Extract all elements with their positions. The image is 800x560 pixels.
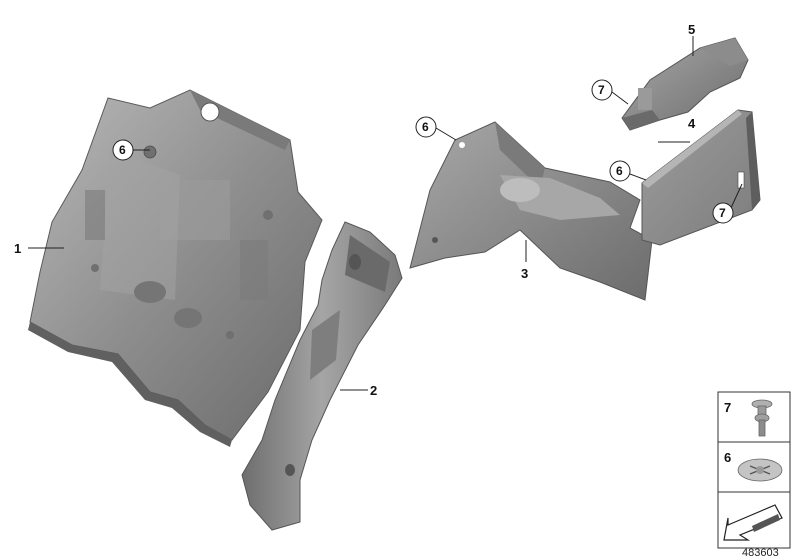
callout-clip-6-part-4: 6: [616, 164, 623, 178]
callout-clip-7-part-5: 7: [598, 83, 605, 97]
callout-clip-6-part-1: 6: [119, 143, 126, 157]
push-rivet-icon: [751, 399, 773, 437]
callouts: 1 2 3 4 5 6 6 6 7 7: [14, 22, 734, 398]
fastener-legend: 7 6: [717, 391, 791, 549]
part-4-flat-panel: [641, 109, 761, 246]
round-clip-icon: [737, 458, 783, 482]
part-3-wheel-arch-piece: [409, 121, 653, 301]
part-2-bracket: [241, 221, 403, 531]
legend-label-7: 7: [724, 400, 731, 415]
callout-part-3: 3: [521, 266, 528, 281]
part-5-small-bracket: [621, 37, 749, 131]
callout-clip-6-part-3: 6: [422, 120, 429, 134]
arrow-icon: [723, 504, 783, 541]
callout-part-2: 2: [370, 383, 377, 398]
legend-label-6: 6: [724, 450, 731, 465]
drawing-number: 483603: [742, 547, 779, 559]
leader-lines: [28, 36, 743, 391]
part-1-panel: [28, 89, 323, 447]
callout-part-1: 1: [14, 241, 21, 256]
callout-part-5: 5: [688, 22, 695, 37]
callout-clip-7-part-4: 7: [719, 206, 726, 220]
callout-part-4: 4: [688, 116, 696, 131]
